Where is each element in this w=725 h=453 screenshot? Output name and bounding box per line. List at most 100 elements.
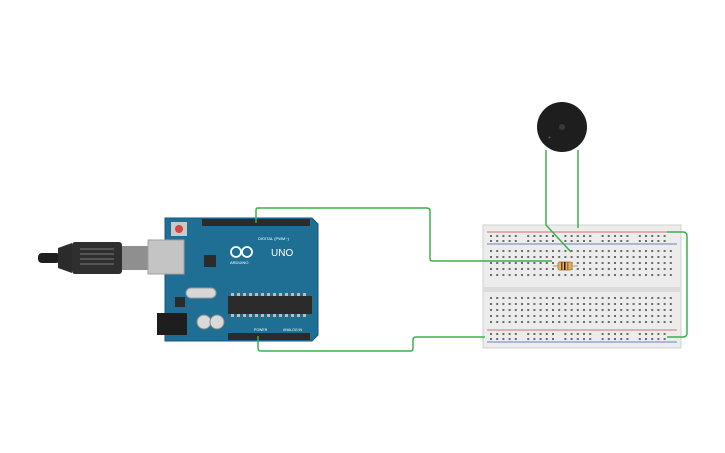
breadboard-hole[interactable] [657,250,660,252]
breadboard-hole[interactable] [651,262,654,264]
breadboard-hole[interactable] [614,240,616,242]
breadboard-hole[interactable] [583,262,585,264]
breadboard-hole[interactable] [490,338,492,340]
breadboard-hole[interactable] [607,240,610,242]
breadboard-hole[interactable] [626,315,629,317]
breadboard-hole[interactable] [514,333,517,335]
breadboard-hole[interactable] [545,256,548,258]
breadboard-hole[interactable] [539,338,542,340]
breadboard-hole[interactable] [626,297,629,299]
breadboard-hole[interactable] [663,338,666,340]
breadboard-hole[interactable] [552,315,554,317]
breadboard-hole[interactable] [558,250,561,252]
breadboard-hole[interactable] [576,321,579,323]
breadboard-hole[interactable] [527,240,530,242]
breadboard-hole[interactable] [663,309,666,311]
breadboard-hole[interactable] [545,315,548,317]
breadboard-hole[interactable] [514,309,517,311]
breadboard-hole[interactable] [576,235,579,237]
breadboard-hole[interactable] [576,240,579,242]
breadboard-hole[interactable] [589,303,592,305]
breadboard-hole[interactable] [527,321,530,323]
breadboard-hole[interactable] [614,303,616,305]
breadboard-hole[interactable] [508,262,511,264]
breadboard-hole[interactable] [564,240,567,242]
breadboard-hole[interactable] [669,262,672,264]
breadboard-hole[interactable] [589,262,592,264]
breadboard-hole[interactable] [583,303,585,305]
breadboard-hole[interactable] [626,268,629,270]
breadboard-hole[interactable] [552,274,554,276]
breadboard-hole[interactable] [545,268,548,270]
breadboard-hole[interactable] [508,321,511,323]
breadboard-hole[interactable] [576,333,579,335]
breadboard-hole[interactable] [657,338,660,340]
breadboard-hole[interactable] [657,256,660,258]
breadboard-hole[interactable] [508,250,511,252]
breadboard-hole[interactable] [539,297,542,299]
breadboard-hole[interactable] [527,338,530,340]
power-analog-header[interactable] [228,333,310,340]
breadboard-hole[interactable] [496,297,499,299]
breadboard-hole[interactable] [521,309,523,311]
breadboard-hole[interactable] [607,274,610,276]
breadboard-hole[interactable] [614,268,616,270]
breadboard-hole[interactable] [669,309,672,311]
breadboard-hole[interactable] [533,333,536,335]
breadboard-hole[interactable] [533,303,536,305]
breadboard-hole[interactable] [496,274,499,276]
breadboard-hole[interactable] [638,321,641,323]
breadboard-hole[interactable] [533,268,536,270]
wires[interactable] [255,150,688,352]
breadboard-hole[interactable] [514,240,517,242]
breadboard-hole[interactable] [539,333,542,335]
breadboard-hole[interactable] [607,297,610,299]
breadboard-hole[interactable] [607,235,610,237]
breadboard-hole[interactable] [657,235,660,237]
breadboard-hole[interactable] [558,274,561,276]
breadboard-hole[interactable] [570,250,573,252]
breadboard-hole[interactable] [645,297,647,299]
breadboard-hole[interactable] [620,303,623,305]
breadboard-hole[interactable] [496,315,499,317]
breadboard-hole[interactable] [595,297,598,299]
breadboard-hole[interactable] [521,256,523,258]
breadboard-hole[interactable] [601,338,604,340]
breadboard-hole[interactable] [533,297,536,299]
breadboard-hole[interactable] [564,250,567,252]
breadboard-hole[interactable] [564,274,567,276]
breadboard-hole[interactable] [669,274,672,276]
breadboard-hole[interactable] [539,315,542,317]
breadboard-hole[interactable] [552,333,554,335]
breadboard-hole[interactable] [508,315,511,317]
breadboard-hole[interactable] [651,235,654,237]
breadboard-hole[interactable] [496,309,499,311]
breadboard-hole[interactable] [545,274,548,276]
breadboard-hole[interactable] [521,274,523,276]
breadboard-hole[interactable] [508,235,511,237]
breadboard-hole[interactable] [657,333,660,335]
breadboard-hole[interactable] [496,250,499,252]
breadboard-hole[interactable] [570,338,573,340]
breadboard-hole[interactable] [514,256,517,258]
wire-digital-to-resistor[interactable] [255,207,552,262]
breadboard-hole[interactable] [645,262,647,264]
breadboard-hole[interactable] [502,321,505,323]
breadboard-hole[interactable] [521,303,523,305]
breadboard-hole[interactable] [552,256,554,258]
breadboard-hole[interactable] [626,333,629,335]
breadboard-hole[interactable] [626,309,629,311]
breadboard-hole[interactable] [595,274,598,276]
breadboard-hole[interactable] [583,321,585,323]
breadboard-hole[interactable] [595,268,598,270]
breadboard-hole[interactable] [502,315,505,317]
breadboard-hole[interactable] [657,240,660,242]
breadboard-hole[interactable] [539,309,542,311]
breadboard-hole[interactable] [508,274,511,276]
breadboard-hole[interactable] [601,274,604,276]
breadboard-hole[interactable] [632,309,635,311]
breadboard-hole[interactable] [539,235,542,237]
breadboard-hole[interactable] [657,321,660,323]
breadboard-hole[interactable] [614,274,616,276]
breadboard-hole[interactable] [607,303,610,305]
